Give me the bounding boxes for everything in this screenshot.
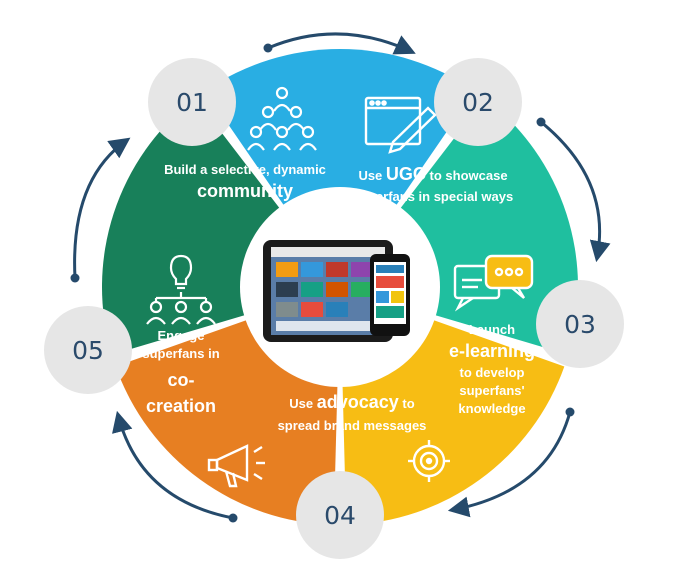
badge-02-number: 02: [462, 88, 494, 117]
step-05-line3: co-: [168, 370, 195, 390]
step-04-line1: Use advocacy to: [289, 392, 414, 412]
chat-bubbles-icon: [453, 254, 534, 312]
badge-05-number: 05: [72, 336, 104, 365]
step-03-text: Launch e-learning to develop superfans' …: [449, 322, 535, 416]
badge-03-number: 03: [564, 310, 596, 339]
ugc-edit-window-icon: [364, 96, 437, 154]
badge-04-number: 04: [324, 501, 356, 530]
step-01-line1: Build a selective, dynamic: [164, 162, 326, 177]
step-04-text: Use advocacy to spread brand messages: [278, 392, 427, 433]
step-01-line2: community: [197, 181, 293, 201]
step-03-line5: knowledge: [458, 401, 525, 416]
badge-02: 02: [434, 58, 522, 146]
arrow-01-to-02: [267, 32, 416, 55]
step-05-line1: Engage: [158, 328, 205, 343]
step-05-text: Engage superfans in co- creation: [142, 328, 219, 416]
step-03-line3: to develop: [459, 365, 524, 380]
arrow-02-to-03: [540, 120, 611, 263]
badge-05: 05: [44, 306, 132, 394]
step-05-line2: superfans in: [142, 346, 219, 361]
megaphone-icon: [207, 444, 265, 488]
lightbulb-team-icon: [146, 254, 216, 325]
step-03-line2: e-learning: [449, 341, 535, 361]
arrow-03-to-04: [447, 411, 572, 518]
step-02-line1: Use UGC to showcase: [358, 164, 507, 184]
badge-01: 01: [148, 58, 236, 146]
step-02-line2: superfans in special ways: [353, 189, 513, 204]
arrow-04-to-05: [112, 410, 234, 520]
cycle-arrows: [70, 32, 611, 523]
target-icon: [408, 440, 450, 482]
badge-04: 04: [296, 471, 384, 559]
step-03-line1: Launch: [469, 322, 515, 337]
arrow-05-to-01: [73, 137, 131, 279]
step-04-line2: spread brand messages: [278, 418, 427, 433]
step-05-line4: creation: [146, 396, 216, 416]
step-03-line4: superfans': [459, 383, 524, 398]
badge-01-number: 01: [176, 88, 208, 117]
team-pyramid-icon: [247, 86, 317, 151]
step-02-text: Use UGC to showcase superfans in special…: [353, 164, 513, 204]
badge-03: 03: [536, 280, 624, 368]
step-01-text: Build a selective, dynamic community: [164, 162, 326, 201]
tablet-phone-icon: [263, 240, 410, 342]
